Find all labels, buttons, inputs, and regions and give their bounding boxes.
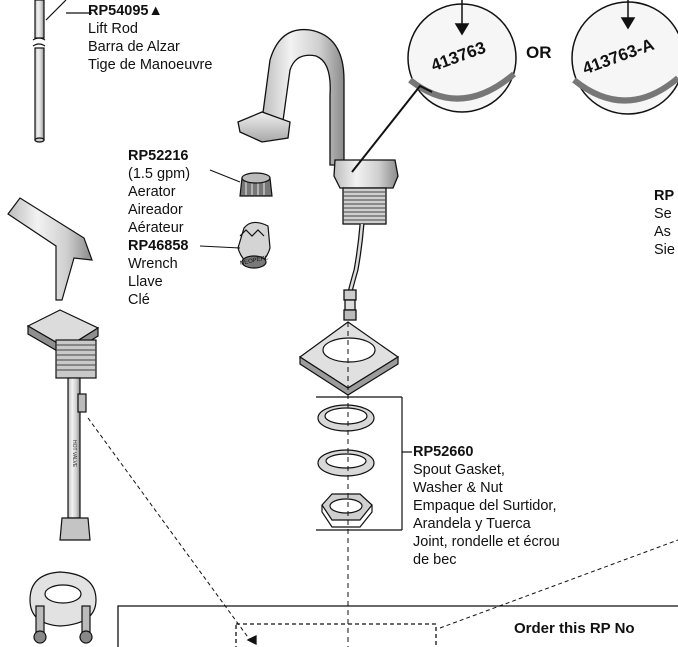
lift-rod-part-no: RP54095 bbox=[88, 3, 149, 19]
seat-line-3-partial: Sie bbox=[654, 242, 675, 258]
aerator-part-number: RP52216 bbox=[128, 148, 189, 164]
aerator-flow: (1.5 gpm) bbox=[128, 166, 191, 182]
aerator-en: Aerator bbox=[128, 184, 176, 200]
wrench-es: Llave bbox=[128, 274, 163, 290]
lift-rod-part-number: RP54095▲ bbox=[88, 3, 163, 20]
spout-washer bbox=[317, 449, 375, 477]
aerator-fr: Aérateur bbox=[128, 220, 184, 236]
seat-part-number-partial: RP bbox=[654, 188, 675, 204]
or-label: OR bbox=[526, 43, 552, 62]
spout-gasket bbox=[317, 404, 375, 432]
spout-gasket-line-5: Joint, rondelle et écrou bbox=[413, 534, 560, 550]
spout-gasket-part-number: RP52660 bbox=[413, 444, 474, 460]
wrench-en: Wrench bbox=[128, 256, 178, 272]
spout-gasket-line-6: de bec bbox=[413, 552, 457, 568]
wrench-part-number: RP46858 bbox=[128, 238, 189, 254]
spout-base-escutcheon bbox=[298, 321, 400, 396]
spout-gasket-line-3: Empaque del Surtidor, bbox=[413, 498, 557, 514]
seat-line-2-partial: As bbox=[654, 224, 671, 240]
handle-stamp-text: HOT VALVE bbox=[71, 440, 77, 468]
lift-rod-fr: Tige de Manoeuvre bbox=[88, 57, 213, 73]
aerator bbox=[209, 169, 273, 197]
lift-rod bbox=[32, 0, 46, 143]
spout bbox=[237, 28, 399, 321]
model-callout-arrows bbox=[351, 0, 636, 173]
spout-gasket-line-4: Arandela y Tuerca bbox=[413, 516, 531, 532]
handle-assembly bbox=[7, 197, 100, 541]
aerator-es: Aireador bbox=[128, 202, 183, 218]
spout-gasket-line-1: Spout Gasket, bbox=[413, 462, 505, 478]
wrench-fr: Clé bbox=[128, 292, 150, 308]
spout-nut bbox=[321, 493, 373, 528]
spout-gasket-bracket bbox=[316, 396, 412, 531]
lift-rod-en: Lift Rod bbox=[88, 21, 138, 37]
spout-gasket-line-2: Washer & Nut bbox=[413, 480, 503, 496]
order-box-title: Order this RP No bbox=[514, 620, 635, 637]
handle-mount-ring bbox=[29, 571, 97, 644]
lift-rod-leader bbox=[45, 0, 92, 21]
lift-rod-es: Barra de Alzar bbox=[88, 39, 180, 55]
triangle-marker-icon: ▲ bbox=[148, 3, 163, 19]
dashed-leaders bbox=[87, 417, 678, 641]
order-box bbox=[117, 605, 678, 647]
aerator-wrench bbox=[199, 221, 271, 269]
seat-line-1-partial: Se bbox=[654, 206, 672, 222]
